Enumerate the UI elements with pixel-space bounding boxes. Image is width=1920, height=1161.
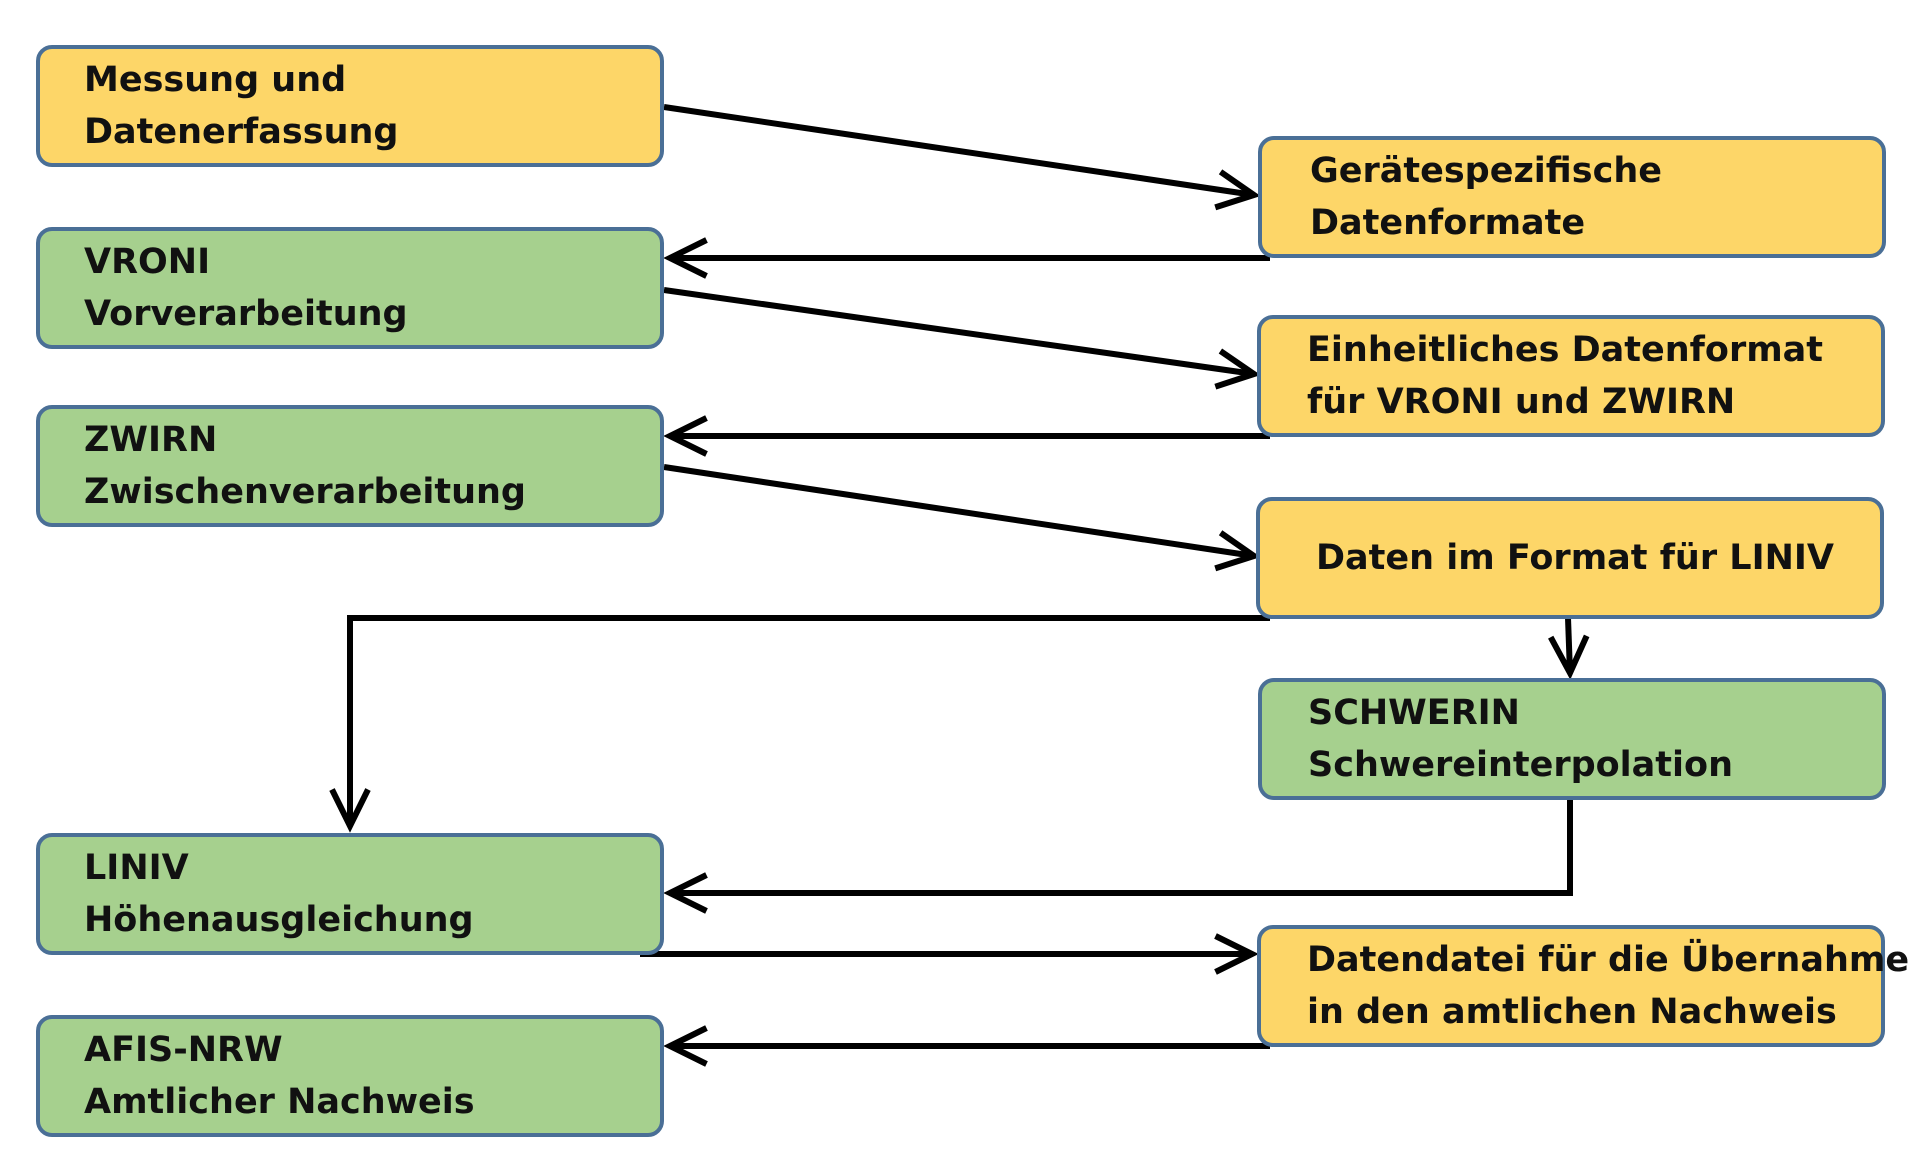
node-liniv-line-1: LINIV	[84, 848, 189, 888]
node-einheitlich-line-2: für VRONI und ZWIRN	[1307, 382, 1736, 422]
node-geraete-line-2: Datenformate	[1310, 203, 1586, 243]
node-liniv: LINIV Höhenausgleichung	[36, 833, 664, 955]
node-zwirn-line-2: Zwischenverarbeitung	[84, 472, 526, 512]
node-afis-line-2: Amtlicher Nachweis	[84, 1082, 475, 1122]
node-liniv-format: Daten im Format für LINIV	[1256, 497, 1884, 619]
node-geraete: Gerätespezifische Datenformate	[1258, 136, 1886, 258]
node-geraete-line-1: Gerätespezifische	[1310, 151, 1662, 191]
node-liniv-line-2: Höhenausgleichung	[84, 900, 474, 940]
node-vroni: VRONI Vorverarbeitung	[36, 227, 664, 349]
node-zwirn-line-1: ZWIRN	[84, 420, 218, 460]
node-datendatei-line-2: in den amtlichen Nachweis	[1307, 992, 1837, 1032]
node-afis: AFIS-NRW Amtlicher Nachweis	[36, 1015, 664, 1137]
node-einheitlich: Einheitliches Datenformat für VRONI und …	[1257, 315, 1885, 437]
node-datendatei-line-1: Datendatei für die Übernahme	[1307, 940, 1910, 980]
node-messung-line-1: Messung und	[84, 60, 347, 100]
node-vroni-line-1: VRONI	[84, 242, 211, 282]
node-zwirn: ZWIRN Zwischenverarbeitung	[36, 405, 664, 527]
arrow-messung-to-geraete	[663, 104, 1261, 211]
node-vroni-line-2: Vorverarbeitung	[84, 294, 408, 334]
node-messung-line-2: Datenerfassung	[84, 112, 399, 152]
arrow-liniv-format-to-schwerin	[1548, 617, 1590, 680]
arrow-schwerin-to-liniv	[663, 800, 1573, 914]
node-einheitlich-line-1: Einheitliches Datenformat	[1307, 330, 1824, 370]
node-liniv-format-line-1: Daten im Format für LINIV	[1316, 538, 1835, 578]
node-datendatei: Datendatei für die Übernahme in den amtl…	[1257, 925, 1910, 1047]
node-messung: Messung und Datenerfassung	[36, 45, 664, 167]
node-schwerin-line-1: SCHWERIN	[1308, 693, 1520, 733]
arrow-liniv-format-to-liniv	[329, 615, 1270, 833]
arrow-zwirn-to-liniv-format	[663, 464, 1261, 572]
node-schwerin: SCHWERIN Schwereinterpolation	[1258, 678, 1886, 800]
node-schwerin-line-2: Schwereinterpolation	[1308, 745, 1733, 785]
arrow-vroni-to-einheitlich	[663, 287, 1261, 390]
node-afis-line-1: AFIS-NRW	[84, 1030, 283, 1070]
